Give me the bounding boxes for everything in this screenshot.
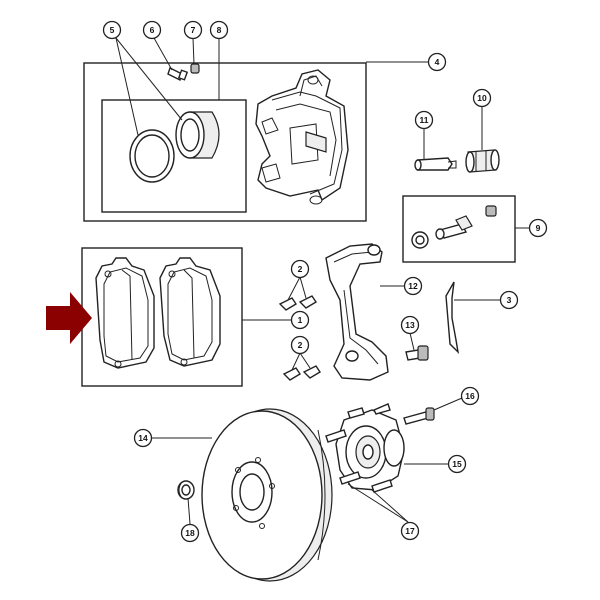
callout-label-15: 15 [452,459,462,469]
callout-16: 16 [460,386,480,406]
callout-9: 9 [528,218,548,238]
callout-label-12: 12 [408,281,418,291]
callout-label-14: 14 [138,433,148,443]
guide-pin-box [402,195,516,263]
callout-3: 3 [499,290,519,310]
callout-12: 12 [403,276,423,296]
callout-label-5: 5 [110,25,115,35]
abutment-clip-lower [282,365,321,381]
abutment-clip-upper [278,295,317,311]
callout-2-upper: 2 [290,259,310,279]
right-arrow-icon [46,292,92,344]
callout-1: 1 [290,310,310,330]
callout-2-lower: 2 [290,335,310,355]
callout-label-4: 4 [435,57,440,67]
callout-label-16: 16 [465,391,475,401]
caliper-housing [255,69,349,205]
wheel-studs [325,403,393,493]
callout-label-7: 7 [191,25,196,35]
brake-rotor [201,408,333,582]
inboard-brake-pad [95,257,155,369]
leader-lines [115,37,530,525]
piston-seal-box [101,99,247,213]
outboard-brake-pad [159,257,221,367]
piston-seal [129,129,175,183]
callout-label-2-upper: 2 [298,264,303,274]
callout-label-3: 3 [507,295,512,305]
bleeder-screw [167,67,189,81]
callout-7: 7 [183,20,203,40]
caliper-piston [175,111,220,159]
callout-17: 17 [400,521,420,541]
callout-8: 8 [209,20,229,40]
callout-label-1: 1 [298,315,303,325]
callout-label-13: 13 [405,320,415,330]
adapter-mounting-bolt [405,345,429,361]
callout-label-11: 11 [420,115,429,125]
callout-label-18: 18 [185,528,195,538]
callout-15: 15 [447,454,467,474]
callout-5: 5 [102,20,122,40]
anti-rattle-spring [445,281,460,355]
callout-11: 11 [414,110,434,130]
hub-mounting-bolt [403,407,435,425]
callout-4: 4 [427,52,447,72]
callout-10: 10 [472,88,492,108]
caliper-assembly-box [83,62,367,222]
callout-label-17: 17 [405,526,415,536]
callout-label-10: 10 [477,93,487,103]
callout-label-2-lower: 2 [298,340,303,350]
guide-pin-kit-parts [411,205,497,249]
guide-pin-bushing [465,149,500,173]
rotor-retainer-clip [177,480,195,500]
callout-13: 13 [400,315,420,335]
bleeder-cap [190,63,200,74]
callout-14: 14 [133,428,153,448]
callout-6: 6 [142,20,162,40]
callout-label-6: 6 [150,25,155,35]
guide-pin [414,157,457,171]
callout-label-8: 8 [217,25,222,35]
callout-18: 18 [180,523,200,543]
callout-label-9: 9 [536,223,541,233]
caliper-adapter [325,243,389,381]
